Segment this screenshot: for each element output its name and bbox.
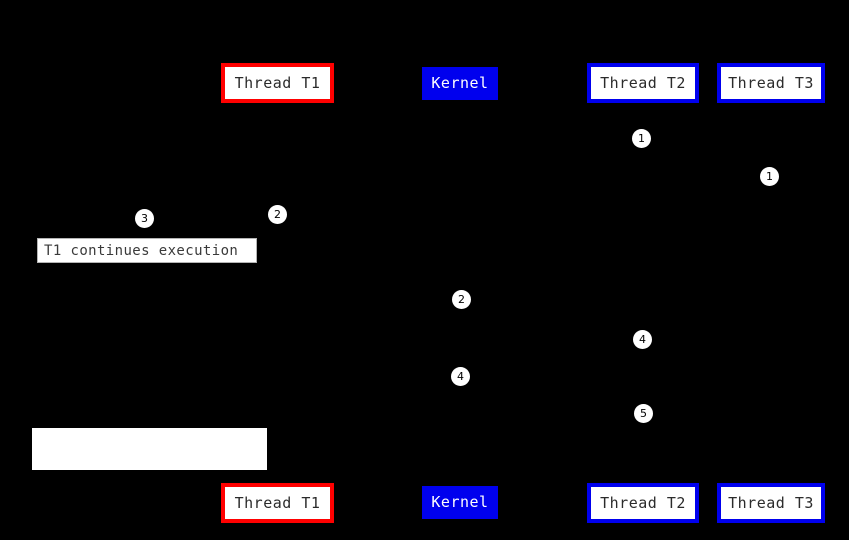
participant-label: Thread T3 [728,493,814,512]
participant-thread-t2-bottom[interactable]: Thread T2 [587,483,699,523]
sequence-marker-1-t3: 1 [760,167,779,186]
participant-label: Thread T3 [728,73,814,92]
participant-thread-t3-top[interactable]: Thread T3 [717,63,825,103]
participant-label: Kernel [431,493,489,511]
sequence-marker-3-t1: 3 [135,209,154,228]
message-arrow-t2-to-kernel [460,299,642,300]
participant-thread-t1-top[interactable]: Thread T1 [221,63,334,103]
message-arrow-t3-to-t1 [277,176,770,177]
sequence-marker-number: 3 [141,212,148,225]
participant-thread-t1-bottom[interactable]: Thread T1 [221,483,334,523]
participant-label: Kernel [431,74,489,92]
sequence-marker-number: 2 [458,293,465,306]
lifeline-thread-t3 [770,103,771,483]
sequence-marker-1-t2: 1 [632,129,651,148]
sequence-marker-2-kernel: 2 [452,290,471,309]
note-t1-continues-execution: T1 continues execution [37,238,257,263]
lifeline-stub-t2-top [641,101,644,105]
note-blank-box [32,428,267,470]
sequence-marker-4-t2: 4 [633,330,652,349]
sequence-marker-2-t1: 2 [268,205,287,224]
sequence-marker-number: 1 [638,132,645,145]
lifeline-thread-t1 [277,103,278,483]
lifeline-stub-t1-bottom [276,479,279,483]
participant-label: Thread T1 [234,73,321,92]
participant-label: Thread T2 [600,493,686,512]
participant-label: Thread T1 [234,493,321,512]
sequence-marker-number: 1 [766,170,773,183]
message-arrow-kernel-to-t2 [460,376,642,377]
participant-label: Thread T2 [600,73,686,92]
participant-kernel-top[interactable]: Kernel [422,67,498,100]
lifeline-stub-t1-top [276,101,279,105]
lifeline-thread-t2 [642,103,643,483]
sequence-marker-number: 5 [640,407,647,420]
lifeline-stub-t3-top [769,101,772,105]
lifeline-stub-t3-bottom [769,479,772,483]
participant-thread-t2-top[interactable]: Thread T2 [587,63,699,103]
note-text: T1 continues execution [44,242,239,259]
lifeline-stub-t2-bottom [641,479,644,483]
sequence-marker-5-t2: 5 [634,404,653,423]
sequence-marker-number: 4 [639,333,646,346]
participant-thread-t3-bottom[interactable]: Thread T3 [717,483,825,523]
sequence-marker-number: 4 [457,370,464,383]
message-arrow-kernel-to-t1 [277,214,460,215]
sequence-marker-4-kernel: 4 [451,367,470,386]
sequence-marker-number: 2 [274,208,281,221]
participant-kernel-bottom[interactable]: Kernel [422,486,498,519]
